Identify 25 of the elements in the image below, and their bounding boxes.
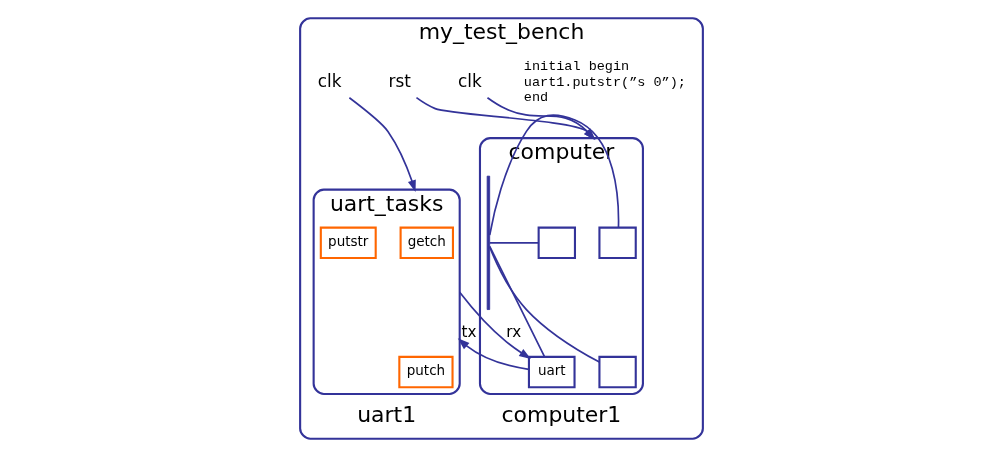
node-bar: [486, 175, 491, 310]
arrow: [348, 96, 416, 193]
label: end: [523, 89, 549, 105]
label: uart1.putstr(”s 0”);: [523, 74, 686, 90]
connector: [488, 245, 546, 358]
connector: [488, 242, 540, 244]
connector: [488, 114, 620, 236]
arrow: [458, 291, 531, 360]
node-box: putstr: [319, 226, 377, 260]
node-text: clk: [457, 70, 482, 91]
node-box: [598, 226, 637, 260]
node-box: getch: [399, 226, 454, 260]
node-box: putch: [398, 355, 454, 389]
arrow: [457, 338, 530, 371]
node-text: clk: [317, 70, 342, 91]
edge-label: tx: [461, 322, 477, 341]
node-label: uart1: [357, 401, 417, 427]
node-box: [598, 355, 637, 389]
node-label: computer1: [501, 401, 622, 427]
node-box: [537, 226, 576, 260]
edge-label: rx: [506, 322, 522, 341]
label: initial begin: [523, 59, 630, 75]
connector: [488, 246, 601, 363]
node-text: rst: [388, 70, 411, 91]
node-box: uart: [527, 355, 576, 389]
